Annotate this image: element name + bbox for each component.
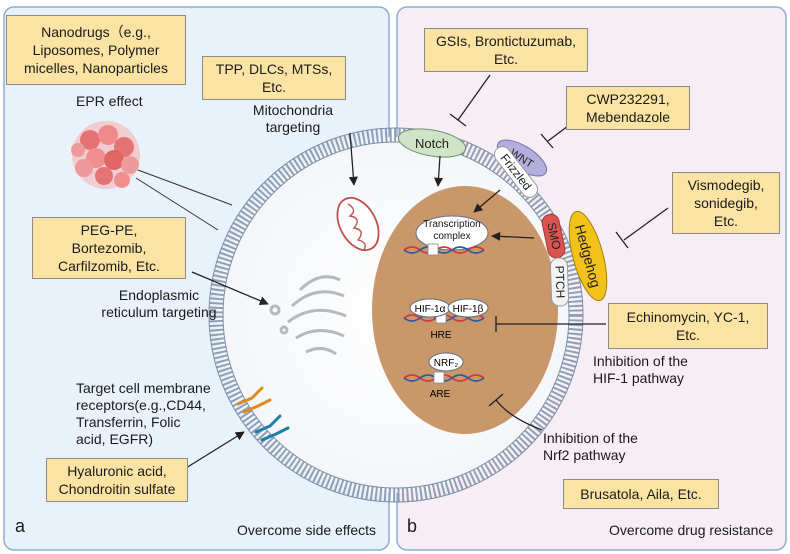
smo-receptor: SMO xyxy=(541,213,566,259)
nrf2-inhibition-label: Inhibition of the Nrf2 pathway xyxy=(543,430,638,463)
hre-label: HRE xyxy=(430,330,451,341)
inhibition-lines xyxy=(449,74,669,431)
panel-b-footer: Overcome drug resistance xyxy=(609,522,774,538)
receptor-icon xyxy=(236,386,290,442)
hif-inhibition-label: Inhibition of the HIF-1 pathway xyxy=(593,353,688,386)
nanoparticle-cluster-icon xyxy=(71,121,140,189)
endoplasmic-reticulum-icon xyxy=(269,275,347,356)
nrf2-label: NRF₂ xyxy=(434,358,459,369)
mitochondrion-icon xyxy=(336,196,380,252)
mito-targeting-label: Mitochondria targeting xyxy=(252,102,334,135)
epr-effect-label: EPR effect xyxy=(76,93,143,109)
gsi-box: GSIs, Brontictuzumab, Etc. xyxy=(424,28,588,72)
cwp-box: CWP232291, Mebendazole xyxy=(566,86,690,130)
smo-label: SMO xyxy=(544,221,563,251)
hif1a-label: HIF-1α xyxy=(415,304,446,315)
receptor-label: Target cell membrane receptors(e.g.,CD44… xyxy=(76,380,211,447)
vismodegib-box: Vismodegib, sonidegib, Etc. xyxy=(672,172,780,234)
panel-a-footer: Overcome side effects xyxy=(237,522,377,538)
ptch-label: PTCH xyxy=(552,265,567,298)
ptch-receptor: PTCH xyxy=(549,257,570,307)
er-targeting-label: Endoplasmic reticulum targeting xyxy=(101,287,217,320)
panel-b-letter: b xyxy=(407,516,418,536)
nrf2-protein xyxy=(428,352,464,372)
notch-receptor: Notch xyxy=(397,128,467,158)
mito-drugs-box: TPP, DLCs, MTSs, Etc. xyxy=(202,56,346,100)
dna-icon xyxy=(403,243,485,384)
hif1b-protein xyxy=(447,298,489,318)
transcription-complex-label: Transcription complex xyxy=(423,219,481,242)
notch-label: Notch xyxy=(415,136,449,151)
echinomycin-box: Echinomycin, YC-1, Etc. xyxy=(608,303,768,349)
hif1b-label: HIF-1β xyxy=(453,304,484,315)
er-drugs-box: PEG-PE, Bortezomib, Carfilzomib, Etc. xyxy=(32,217,186,279)
brusatol-box: Brusatola, Aila, Etc. xyxy=(563,479,719,509)
panel-a-letter: a xyxy=(15,516,26,536)
ha-box: Hyaluronic acid, Chondroitin sulfate xyxy=(46,458,188,502)
nanodrugs-box: Nanodrugs（e.g., Liposomes, Polymer micel… xyxy=(6,15,186,85)
are-label: ARE xyxy=(430,389,451,400)
